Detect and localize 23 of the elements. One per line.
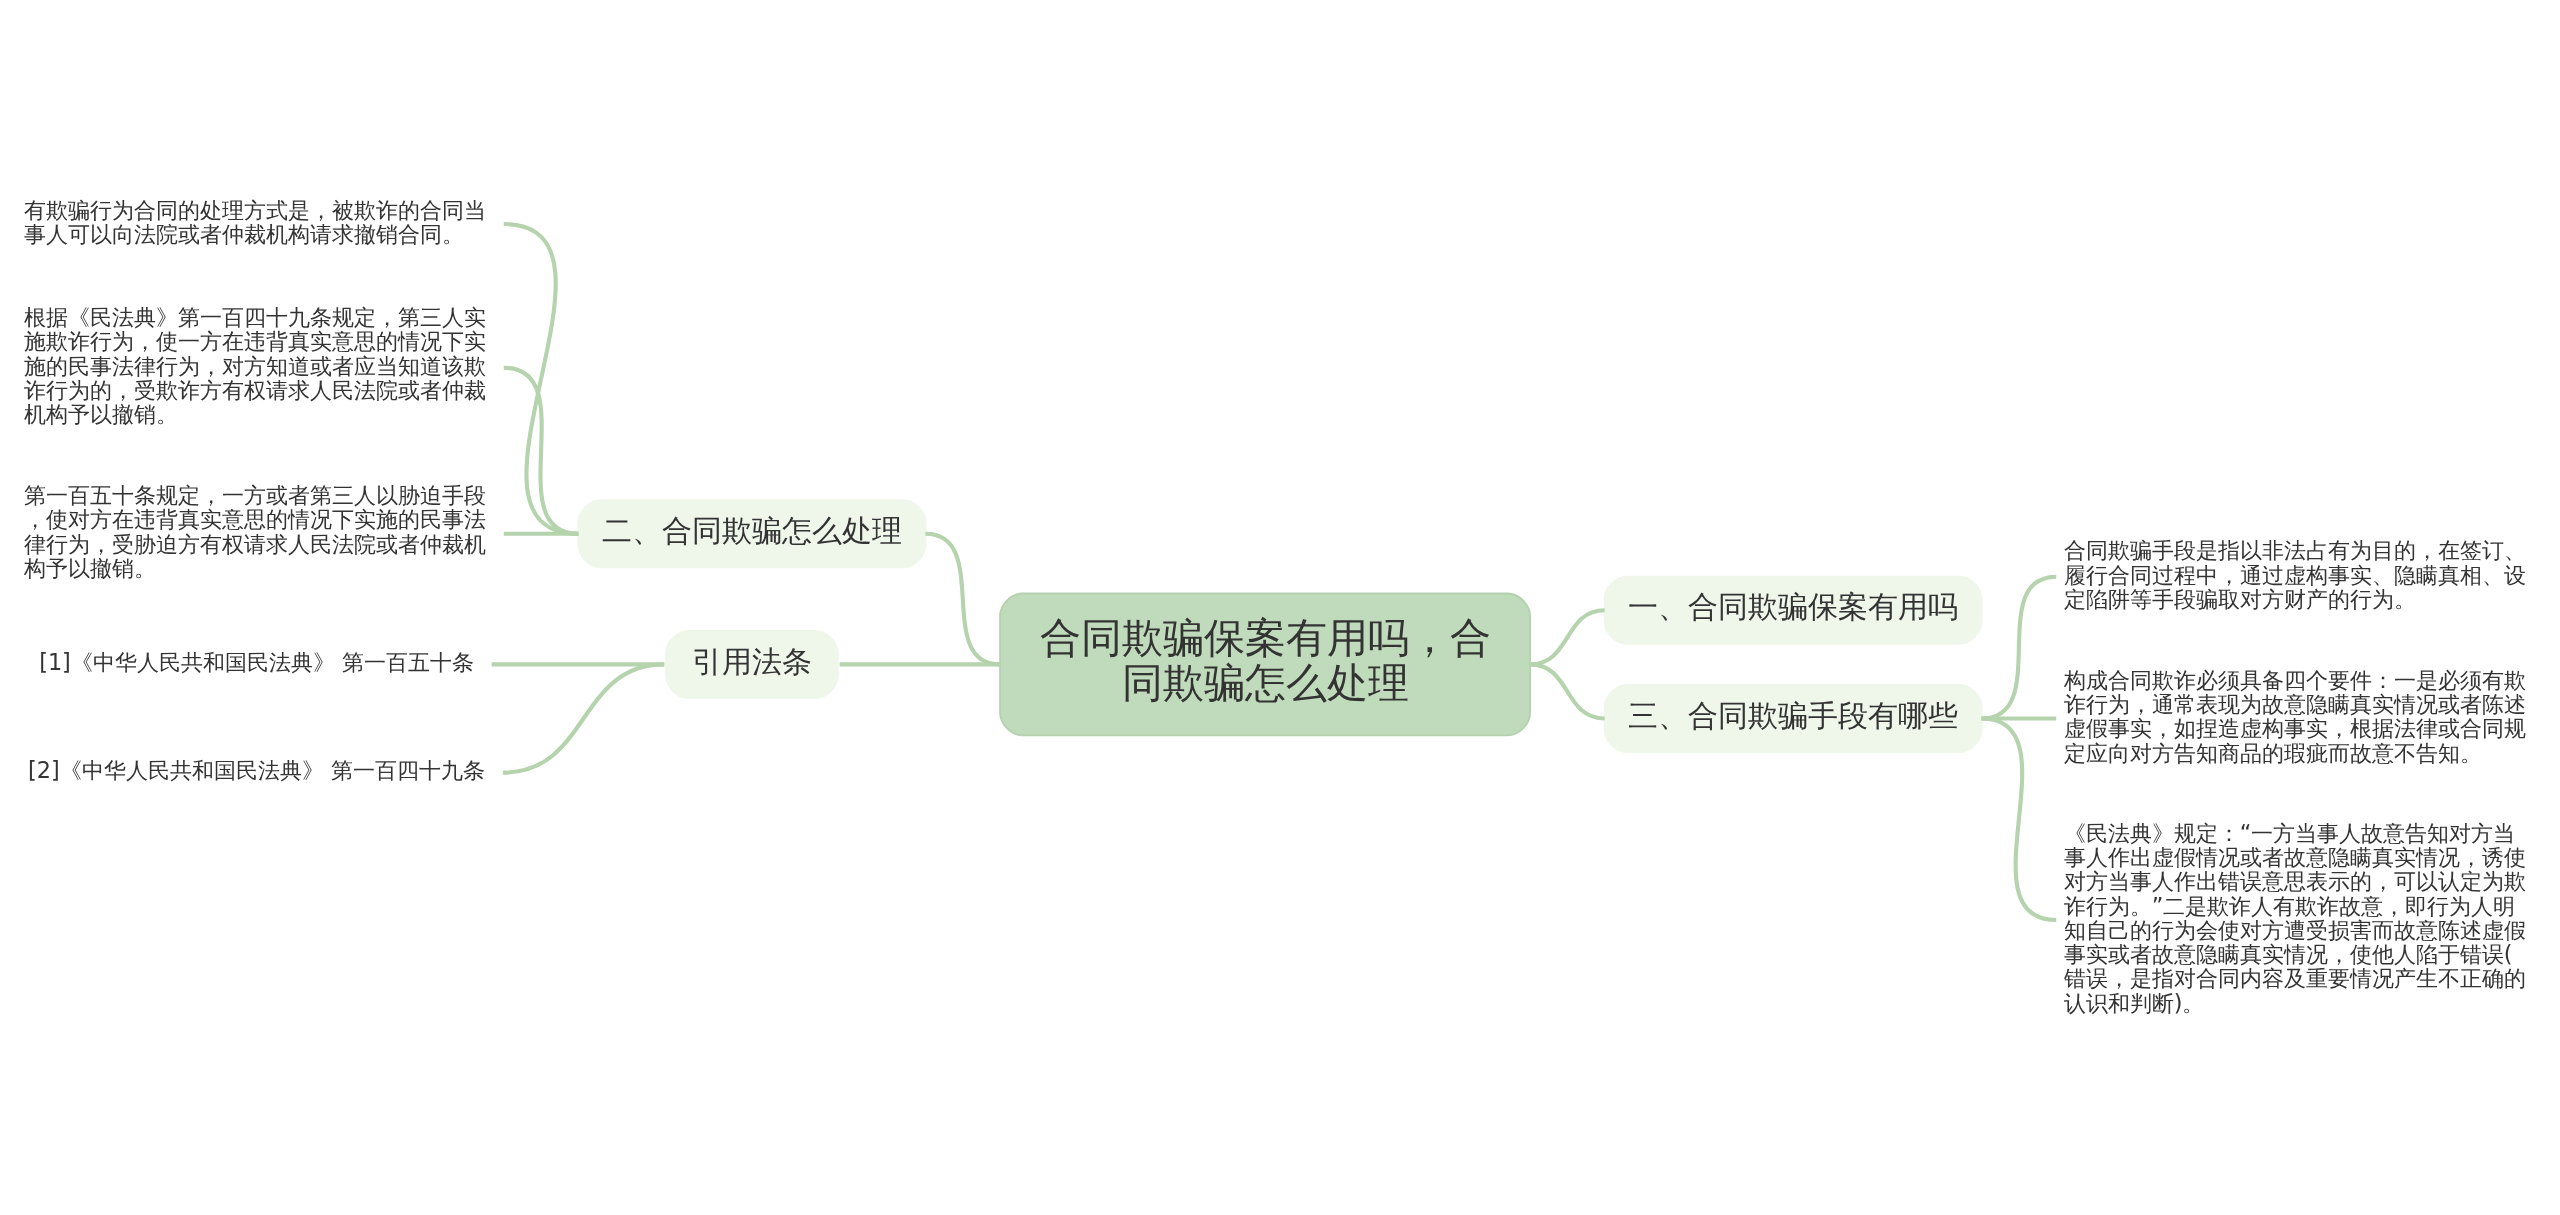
connector	[1981, 716, 2057, 923]
node-text: 根据《民法典》第一百四十九条规定，第三人实施欺诈行为，使一方在违背真实意思的情况下实施的民事法律行为，对方知道或者应当知道该欺诈行为的，受欺诈方有权请求人民法院或者仲裁机构予以撤销。	[24, 304, 487, 428]
node-text: 构成合同欺诈必须具备四个要件：一是必须有欺诈行为，通常表现为故意隐瞒真实情况或者陈述虚假事实，如捏造虚构事实，根据法律或合同规定应向对方告知商品的瑕疵而故意不告知。	[2063, 666, 2526, 766]
node-text: 第一百五十条规定，一方或者第三人以胁迫手段，使对方在违背真实意思的情况下实施的民事法律行为，受胁迫方有权请求人民法院或者仲裁机构予以撤销。	[24, 482, 487, 581]
node-text: [1]《中华人民共和国民法典》 第一百五十条	[39, 649, 474, 676]
node-box: 合同欺骗保案有用吗，合同欺骗怎么处理	[999, 592, 1531, 737]
node-text: 合同欺骗手段是指以非法占有为目的，在签订、履行合同过程中，通过虚构事实、隐瞒真相、设定陷阱等手段骗取对方财产的行为。	[2063, 537, 2526, 612]
connector	[1981, 574, 2057, 721]
node-box: 引用法条	[665, 629, 839, 699]
node-text: 有欺骗行为合同的处理方式是，被欺诈的合同当事人可以向法院或者仲裁机构请求撤销合同。	[24, 196, 487, 247]
connector	[839, 662, 1001, 667]
connector	[1529, 662, 1605, 721]
node-text: 《民法典》规定：“一方当事人故意告知对方当事人作出虚假情况或者故意隐瞒真实情况，诱使对方当事人作出错误意思表示的，可以认定为欺诈行为。”二是欺诈人有欺诈故意，即行为人明知自己的行为会使对方遭受损害而故意陈述虚假事实或者故意隐瞒真实情况，使他人陷于错误(错误，是指对合同内容及重要情况产生不正确的认识和判断)。	[2063, 819, 2526, 1016]
node-box: 一、合同欺骗保案有用吗	[1603, 575, 1983, 645]
connector	[502, 662, 665, 775]
node-box: 二、合同欺骗怎么处理	[577, 499, 927, 569]
connector	[503, 365, 579, 536]
connector	[1981, 716, 2057, 721]
connector	[503, 222, 579, 536]
connector	[503, 531, 579, 536]
node-box: 三、合同欺骗手段有哪些	[1603, 684, 1983, 754]
node-text: [2]《中华人民共和国民法典》 第一百四十九条	[27, 757, 485, 784]
connector	[1529, 608, 1605, 667]
